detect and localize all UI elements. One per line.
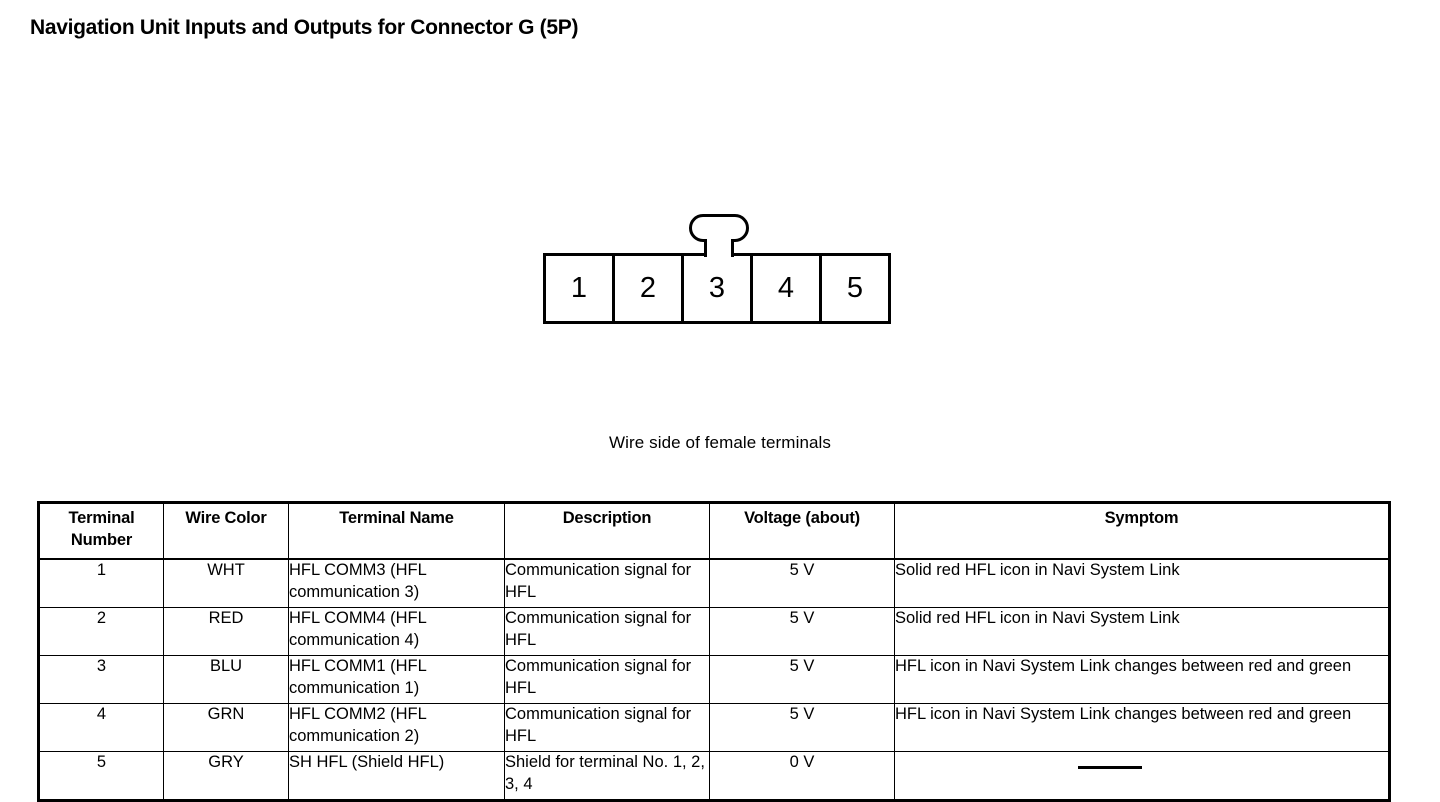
cell-terminal-number: 3 — [38, 655, 164, 704]
no-symptom-dash-icon — [1078, 766, 1142, 769]
column-header-terminal-name: Terminal Name — [288, 502, 505, 560]
connector-pin-4-label: 4 — [777, 272, 795, 304]
terminal-number-line1: Terminal — [68, 509, 135, 527]
connector-pin-4: 4 — [753, 256, 822, 321]
cell-description: Shield for terminal No. 1, 2, 3, 4 — [504, 751, 710, 801]
cell-voltage: 0 V — [709, 751, 895, 801]
cell-terminal-name: HFL COMM1 (HFL communication 1) — [288, 655, 505, 704]
table-row: 4 GRN HFL COMM2 (HFL communication 2) Co… — [38, 703, 1390, 752]
page-title: Navigation Unit Inputs and Outputs for C… — [30, 16, 579, 39]
connector-pin-row: 1 2 3 4 5 — [543, 253, 891, 324]
cell-voltage: 5 V — [709, 655, 895, 704]
cell-terminal-number: 5 — [38, 751, 164, 801]
connector-latch-neck-mask — [707, 236, 731, 244]
cell-terminal-number: 4 — [38, 703, 164, 752]
column-header-voltage: Voltage (about) — [709, 502, 895, 560]
cell-voltage: 5 V — [709, 558, 895, 608]
connector-pin-1: 1 — [546, 256, 615, 321]
connector-pin-3-label: 3 — [708, 272, 726, 304]
connector-pin-2-label: 2 — [639, 272, 657, 304]
cell-voltage: 5 V — [709, 607, 895, 656]
cell-terminal-number: 2 — [38, 607, 164, 656]
cell-wire-color: WHT — [163, 558, 289, 608]
column-header-terminal-number: Terminal Number — [38, 502, 164, 560]
column-header-description: Description — [504, 502, 710, 560]
cell-symptom: HFL icon in Navi System Link changes bet… — [894, 655, 1390, 704]
cell-description: Communication signal for HFL — [504, 558, 710, 608]
connector-pin-3: 3 — [684, 256, 753, 321]
cell-wire-color: GRY — [163, 751, 289, 801]
cell-terminal-number: 1 — [38, 558, 164, 608]
connector-diagram: 1 2 3 4 5 — [543, 214, 891, 326]
connector-pin-1-label: 1 — [570, 272, 588, 304]
table-row: 1 WHT HFL COMM3 (HFL communication 3) Co… — [38, 558, 1390, 608]
table-row: 3 BLU HFL COMM1 (HFL communication 1) Co… — [38, 655, 1390, 704]
cell-terminal-name: SH HFL (Shield HFL) — [288, 751, 505, 801]
cell-terminal-name: HFL COMM2 (HFL communication 2) — [288, 703, 505, 752]
terminal-io-table: Terminal Number Wire Color Terminal Name… — [37, 501, 1391, 802]
cell-wire-color: BLU — [163, 655, 289, 704]
cell-symptom: HFL icon in Navi System Link changes bet… — [894, 703, 1390, 752]
cell-symptom: Solid red HFL icon in Navi System Link — [894, 607, 1390, 656]
cell-wire-color: GRN — [163, 703, 289, 752]
diagram-caption: Wire side of female terminals — [608, 433, 832, 452]
connector-pin-2: 2 — [615, 256, 684, 321]
cell-description: Communication signal for HFL — [504, 703, 710, 752]
cell-description: Communication signal for HFL — [504, 607, 710, 656]
column-header-wire-color: Wire Color — [163, 502, 289, 560]
cell-voltage: 5 V — [709, 703, 895, 752]
table-row: 5 GRY SH HFL (Shield HFL) Shield for ter… — [38, 751, 1390, 801]
connector-pin-5-label: 5 — [846, 272, 864, 304]
column-header-symptom: Symptom — [894, 502, 1390, 560]
cell-terminal-name: HFL COMM4 (HFL communication 4) — [288, 607, 505, 656]
cell-wire-color: RED — [163, 607, 289, 656]
cell-symptom-empty — [894, 751, 1390, 801]
table-header-row: Terminal Number Wire Color Terminal Name… — [38, 502, 1390, 560]
cell-terminal-name: HFL COMM3 (HFL communication 3) — [288, 558, 505, 608]
table-row: 2 RED HFL COMM4 (HFL communication 4) Co… — [38, 607, 1390, 656]
terminal-number-line2: Number — [70, 530, 133, 549]
cell-symptom: Solid red HFL icon in Navi System Link — [894, 558, 1390, 608]
connector-pin-5: 5 — [822, 256, 888, 321]
cell-description: Communication signal for HFL — [504, 655, 710, 704]
